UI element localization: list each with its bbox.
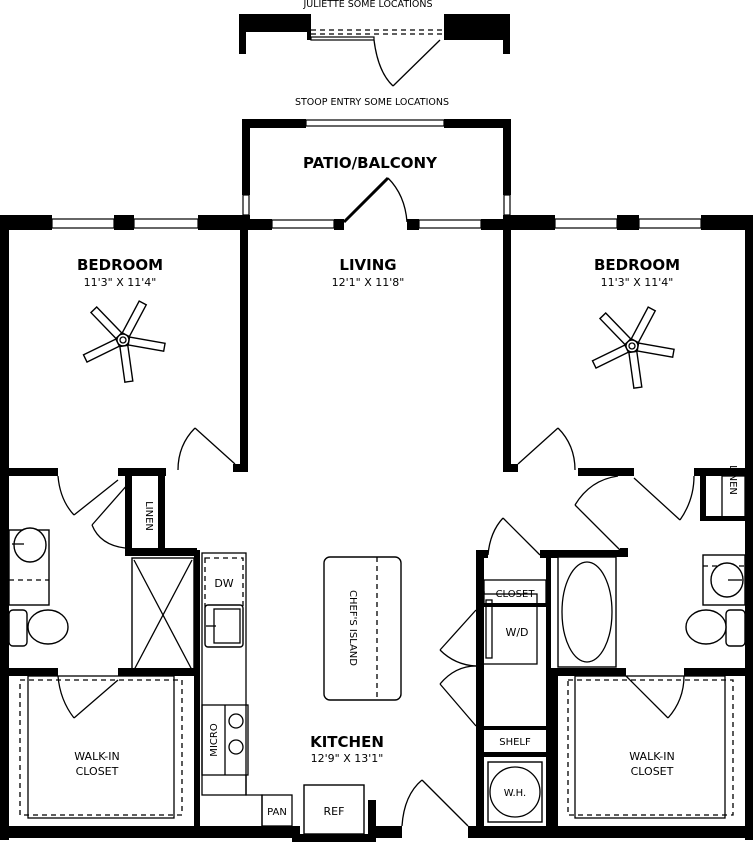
island-label: CHEF'S ISLAND [347, 590, 358, 666]
chefs-island: CHEF'S ISLAND [323, 556, 402, 701]
pan-label: PAN [267, 807, 287, 818]
linen-left-label: LINEN [143, 501, 154, 531]
juliette-inset: JULIETTE SOME LOCATIONS STOOP ENTRY SOME… [239, 0, 510, 108]
toilet-icon [685, 609, 746, 647]
living-label: LIVING [339, 256, 396, 274]
ref-label: REF [324, 805, 345, 818]
walkin-right-label-1: WALK-IN [629, 750, 674, 763]
bedroom-right-dims: 11'3" X 11'4" [601, 276, 674, 289]
patio-label: PATIO/BALCONY [303, 154, 438, 172]
bedroom-left-dims: 11'3" X 11'4" [84, 276, 157, 289]
bathtub [557, 556, 617, 668]
walkin-left-label-1: WALK-IN [74, 750, 119, 763]
kitchen-counter: DW MICRO PAN REF [201, 552, 365, 835]
stoop-note: STOOP ENTRY SOME LOCATIONS [295, 97, 449, 108]
kitchen-dims: 12'9" X 13'1" [311, 752, 384, 765]
toilet-icon [8, 609, 69, 647]
kitchen-label: KITCHEN [310, 733, 384, 751]
wd-label: W/D [505, 626, 528, 639]
juliette-note: JULIETTE SOME LOCATIONS [302, 0, 432, 10]
patio-balcony: PATIO/BALCONY [242, 119, 511, 216]
patio-door[interactable] [342, 176, 390, 224]
living-dims: 12'1" X 11'8" [332, 276, 405, 289]
bedroom-left-label: BEDROOM [77, 256, 163, 274]
ceiling-fan-icon [591, 306, 675, 389]
refrigerator [303, 784, 365, 835]
wh-label: W.H. [504, 788, 526, 799]
shelf-label: SHELF [499, 737, 531, 748]
walkin-right-label-2: CLOSET [631, 765, 674, 778]
micro-label: MICRO [209, 723, 220, 757]
linen-right-label: LINEN [727, 465, 738, 495]
walkin-left-label-2: CLOSET [76, 765, 119, 778]
ceiling-fan-icon [82, 300, 166, 383]
bedroom-right-label: BEDROOM [594, 256, 680, 274]
dw-label: DW [214, 577, 233, 590]
